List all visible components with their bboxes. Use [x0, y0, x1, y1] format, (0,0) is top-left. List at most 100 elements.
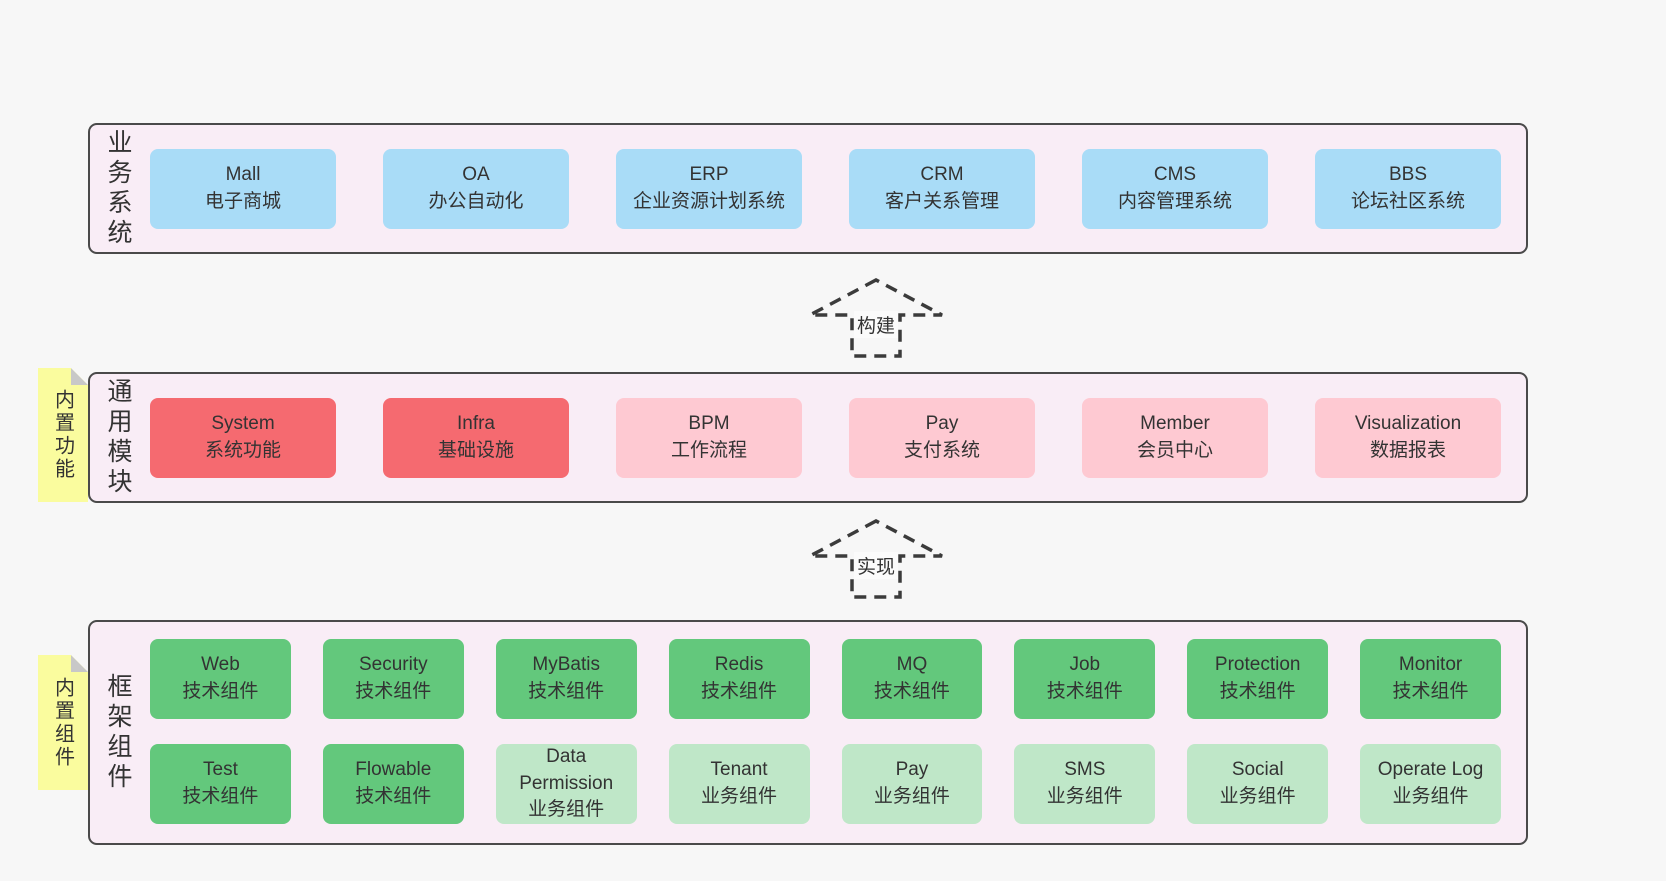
box-title: Pay: [895, 759, 929, 781]
box-security: Security 技术组件: [322, 639, 464, 719]
box-protection: Protection 技术组件: [1187, 639, 1329, 719]
box-title: MyBatis: [532, 654, 600, 676]
box-oa: OA 办公自动化: [383, 148, 569, 229]
box-title: Security: [358, 654, 428, 676]
folded-corner-icon: [71, 655, 88, 672]
box-subtitle: 技术组件: [701, 681, 778, 702]
box-subtitle: 支付系统: [903, 439, 980, 461]
box-bpm: BPM 工作流程: [616, 397, 802, 478]
box-title: SMS: [1064, 759, 1106, 781]
common-modules-boxes: System 系统功能 Infra 基础设施 BPM 工作流程 Pay 支付系统…: [150, 374, 1501, 501]
box-erp: ERP 企业资源计划系统: [616, 148, 802, 229]
box-title: Redis: [714, 654, 764, 676]
common-modules-label: 通用模块: [104, 377, 132, 498]
box-operate-log: Operate Log 业务组件: [1360, 744, 1501, 824]
business-systems-label: 业务系统: [104, 128, 132, 249]
builtin-features-note: 内置功能: [38, 368, 88, 502]
common-modules-section: 通用模块 System 系统功能 Infra 基础设施 BPM 工作流程 Pay…: [88, 372, 1528, 503]
builtin-features-note-text: 内置功能: [51, 389, 74, 481]
box-cms: CMS 内容管理系统: [1082, 148, 1268, 229]
box-title: Tenant: [710, 759, 768, 781]
builtin-components-note-text: 内置组件: [51, 676, 74, 769]
box-subtitle: 办公自动化: [428, 190, 524, 212]
box-flowable: Flowable 技术组件: [322, 744, 464, 824]
box-title: MQ: [896, 654, 928, 676]
builtin-components-note: 内置组件: [38, 655, 88, 790]
box-title: Mall: [225, 163, 261, 185]
box-tenant: Tenant 业务组件: [668, 744, 810, 824]
box-bbs: BBS 论坛社区系统: [1315, 148, 1501, 229]
framework-components-grid: Web 技术组件 Security 技术组件 MyBatis 技术组件 Redi…: [150, 639, 1501, 824]
box-subtitle: 技术组件: [355, 786, 432, 807]
box-job: Job 技术组件: [1014, 639, 1156, 719]
box-mybatis: MyBatis 技术组件: [495, 639, 637, 719]
box-subtitle: 技术组件: [1219, 681, 1296, 702]
box-title: Test: [203, 759, 238, 781]
box-title: ERP: [689, 163, 729, 185]
box-subtitle: 基础设施: [437, 439, 514, 461]
box-pay-component: Pay 业务组件: [841, 744, 983, 824]
box-crm: CRM 客户关系管理: [849, 148, 1035, 229]
box-subtitle: 技术组件: [1392, 681, 1469, 702]
box-title: BBS: [1388, 163, 1428, 185]
box-subtitle: 技术组件: [355, 681, 432, 702]
box-title: Social: [1231, 759, 1284, 781]
box-title: Flowable: [355, 759, 432, 781]
components-row-2: Test 技术组件 Flowable 技术组件 Data Permission …: [150, 744, 1501, 824]
box-subtitle: 内容管理系统: [1117, 190, 1232, 212]
box-subtitle: 技术组件: [873, 681, 950, 702]
box-title: Pay: [925, 412, 959, 434]
build-arrow-label: 构建: [853, 311, 899, 338]
box-mq: MQ 技术组件: [841, 639, 983, 719]
up-arrow-icon: [809, 278, 943, 358]
box-redis: Redis 技术组件: [668, 639, 810, 719]
box-title: BPM: [688, 412, 730, 434]
box-social: Social 业务组件: [1187, 744, 1329, 824]
box-pay-module: Pay 支付系统: [849, 397, 1035, 478]
box-infra: Infra 基础设施: [383, 397, 569, 478]
box-title: CMS: [1153, 163, 1197, 185]
box-web: Web 技术组件: [150, 639, 291, 719]
up-arrow-icon: [809, 519, 943, 599]
folded-corner-icon: [71, 368, 88, 385]
box-subtitle: 技术组件: [1046, 681, 1123, 702]
box-subtitle: 技术组件: [182, 681, 259, 702]
box-subtitle: 业务组件: [1046, 786, 1123, 807]
box-title: Job: [1069, 654, 1101, 676]
business-systems-section: 业务系统 Mall 电子商城 OA 办公自动化 ERP 企业资源计划系统 CRM…: [88, 123, 1528, 254]
box-title: OA: [462, 163, 490, 185]
box-subtitle: 论坛社区系统: [1350, 190, 1465, 212]
box-subtitle: 业务组件: [1219, 786, 1296, 807]
components-row-1: Web 技术组件 Security 技术组件 MyBatis 技术组件 Redi…: [150, 639, 1501, 719]
box-title: Infra: [456, 412, 496, 434]
build-arrow: 构建: [806, 277, 946, 359]
box-title: CRM: [920, 163, 964, 185]
framework-components-section: 框架组件 Web 技术组件 Security 技术组件 MyBatis 技术组件…: [88, 620, 1528, 845]
box-title: System: [211, 412, 275, 434]
box-subtitle: 技术组件: [182, 786, 259, 807]
box-test: Test 技术组件: [150, 744, 291, 824]
box-subtitle: 业务组件: [528, 799, 605, 821]
box-title: Operate Log: [1377, 759, 1484, 781]
box-title: Monitor: [1398, 654, 1463, 676]
box-visualization: Visualization 数据报表: [1315, 397, 1501, 478]
box-subtitle: 业务组件: [873, 786, 950, 807]
box-member: Member 会员中心: [1082, 397, 1268, 478]
box-monitor: Monitor 技术组件: [1360, 639, 1501, 719]
box-title: Web: [201, 654, 240, 676]
box-subtitle: 技术组件: [528, 681, 605, 702]
box-sms: SMS 业务组件: [1014, 744, 1156, 824]
box-subtitle: 系统功能: [204, 439, 281, 461]
framework-components-label: 框架组件: [104, 672, 132, 793]
box-subtitle: 数据报表: [1369, 439, 1446, 461]
box-system: System 系统功能: [150, 397, 336, 478]
box-title: Protection: [1214, 654, 1301, 676]
box-subtitle: 业务组件: [1392, 786, 1469, 807]
box-subtitle: 企业资源计划系统: [632, 190, 785, 212]
box-title: Member: [1140, 412, 1210, 434]
implement-arrow-label: 实现: [853, 552, 899, 579]
box-subtitle: 电子商城: [204, 190, 281, 212]
box-subtitle: 客户关系管理: [884, 190, 999, 212]
business-systems-boxes: Mall 电子商城 OA 办公自动化 ERP 企业资源计划系统 CRM 客户关系…: [150, 125, 1501, 252]
